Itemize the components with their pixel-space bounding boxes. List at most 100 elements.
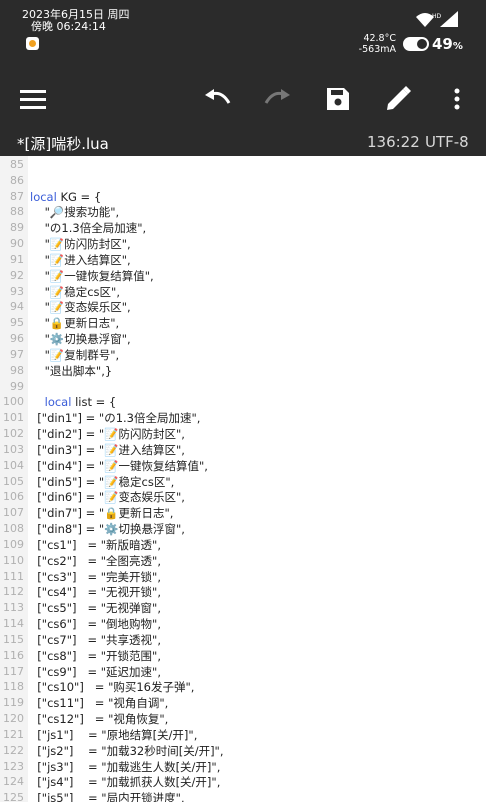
code-text: ["cs6"] = "倒地购物", bbox=[30, 617, 161, 632]
editor-toolbar bbox=[0, 70, 486, 128]
code-text: ["din1"] = "の1.3倍全局加速", bbox=[30, 411, 201, 426]
line-number: 107 bbox=[3, 506, 24, 520]
line-number: 104 bbox=[3, 458, 24, 472]
code-text: ["js1"] = "原地结算[关/开]", bbox=[30, 727, 198, 742]
code-keyword: local bbox=[30, 395, 72, 410]
menu-button[interactable] bbox=[13, 79, 53, 119]
code-line: ["din4"] = "📝一键恢复结算值", bbox=[30, 458, 208, 474]
code-line: ["cs5"] = "无视弹窗", bbox=[30, 600, 161, 616]
file-info-bar: *[源]喘秒.lua 136:22 UTF-8 bbox=[0, 128, 486, 156]
line-number: 92 bbox=[10, 268, 24, 282]
code-text: ["cs3"] = "完美开锁", bbox=[30, 569, 161, 584]
code-line: "📝一键恢复结算值", bbox=[30, 268, 154, 284]
code-line: "📝稳定cs区", bbox=[30, 284, 120, 300]
code-text: "📝变态娱乐区", bbox=[30, 300, 131, 315]
line-number: 105 bbox=[3, 474, 24, 488]
line-number: 117 bbox=[3, 664, 24, 678]
code-text: ["js3"] = "加载逃生人数[关/开]", bbox=[30, 759, 221, 774]
line-number: 109 bbox=[3, 537, 24, 551]
status-date: 2023年6月15日 周四 bbox=[22, 8, 130, 21]
line-number: 115 bbox=[3, 632, 24, 646]
line-number: 98 bbox=[10, 363, 24, 377]
code-line: ["din1"] = "の1.3倍全局加速", bbox=[30, 410, 200, 426]
code-line: "📝变态娱乐区", bbox=[30, 299, 131, 315]
line-number: 100 bbox=[3, 395, 24, 409]
code-text: "🔎搜索功能", bbox=[30, 205, 120, 220]
code-line: ["cs12"] = "视角恢复", bbox=[30, 711, 168, 727]
code-text: "退出脚本",} bbox=[30, 363, 113, 378]
line-number: 88 bbox=[10, 205, 24, 219]
code-line: ["din2"] = "📝防闪防封区", bbox=[30, 426, 185, 442]
save-icon bbox=[327, 88, 349, 110]
line-number: 112 bbox=[3, 585, 24, 599]
line-number: 93 bbox=[10, 284, 24, 298]
code-text: ["cs12"] = "视角恢复", bbox=[30, 712, 169, 727]
battery-value: 49 bbox=[432, 35, 453, 53]
file-tab[interactable]: *[源]喘秒.lua bbox=[17, 135, 109, 153]
edit-button[interactable] bbox=[378, 79, 418, 119]
code-text: ["cs4"] = "无视开锁", bbox=[30, 585, 161, 600]
line-number: 121 bbox=[3, 727, 24, 741]
code-line: ["din5"] = "📝稳定cs区", bbox=[30, 474, 174, 490]
code-keyword: local bbox=[30, 189, 57, 204]
line-number: 94 bbox=[10, 300, 24, 314]
svg-text:HD: HD bbox=[432, 13, 442, 20]
line-number: 102 bbox=[3, 427, 24, 441]
line-number: 122 bbox=[3, 743, 24, 757]
code-line: "🔒更新日志", bbox=[30, 315, 120, 331]
line-number-gutter bbox=[0, 156, 28, 802]
code-line: ["cs8"] = "开锁范围", bbox=[30, 648, 161, 664]
code-line: ["cs4"] = "无视开锁", bbox=[30, 584, 161, 600]
line-number: 96 bbox=[10, 332, 24, 346]
code-line: ["din6"] = "📝变态娱乐区", bbox=[30, 489, 185, 505]
code-text: ["din8"] = "⚙️切换悬浮窗", bbox=[30, 522, 185, 537]
line-number: 95 bbox=[10, 316, 24, 330]
battery-level: 49% bbox=[432, 35, 463, 53]
code-text: ["din7"] = "🔒更新日志", bbox=[30, 506, 174, 521]
undo-button[interactable] bbox=[198, 79, 238, 119]
battery-unit: % bbox=[452, 41, 463, 52]
code-line: "退出脚本",} bbox=[30, 363, 113, 379]
code-line: "🔎搜索功能", bbox=[30, 204, 120, 220]
code-line: ["cs7"] = "共享透视", bbox=[30, 632, 161, 648]
code-text: "📝稳定cs区", bbox=[30, 284, 120, 299]
line-number: 89 bbox=[10, 221, 24, 235]
save-button[interactable] bbox=[318, 79, 358, 119]
more-button[interactable] bbox=[437, 79, 477, 119]
redo-button[interactable] bbox=[257, 79, 297, 119]
line-number: 103 bbox=[3, 442, 24, 456]
code-text: "📝复制群号", bbox=[30, 347, 120, 362]
code-line: ["js1"] = "原地结算[关/开]", bbox=[30, 727, 197, 743]
status-current: -563mA bbox=[358, 44, 396, 55]
code-text: ["cs1"] = "新版暗透", bbox=[30, 537, 161, 552]
code-text: "🔒更新日志", bbox=[30, 316, 120, 331]
code-text: "⚙️切换悬浮窗", bbox=[30, 332, 131, 347]
code-line: ["cs1"] = "新版暗透", bbox=[30, 537, 161, 553]
code-line: ["js3"] = "加载逃生人数[关/开]", bbox=[30, 759, 220, 775]
code-text: list = { bbox=[71, 395, 117, 410]
code-text: "の1.3倍全局加速", bbox=[30, 221, 147, 236]
menu-icon bbox=[20, 90, 46, 109]
cursor-position: 136:22 bbox=[367, 133, 420, 151]
code-text: ["cs2"] = "全图亮透", bbox=[30, 553, 161, 568]
code-text: ["cs11"] = "视角自调", bbox=[30, 696, 169, 711]
status-temperature: 42.8°C bbox=[363, 33, 396, 44]
app-notification-icon bbox=[26, 37, 39, 50]
code-line: ["cs11"] = "视角自调", bbox=[30, 695, 168, 711]
line-number: 91 bbox=[10, 252, 24, 266]
line-number: 124 bbox=[3, 775, 24, 789]
file-encoding[interactable]: UTF-8 bbox=[425, 133, 469, 151]
code-line: ["cs9"] = "延迟加速", bbox=[30, 664, 161, 680]
code-line: ["cs3"] = "完美开锁", bbox=[30, 569, 161, 585]
line-number: 114 bbox=[3, 617, 24, 631]
line-number: 87 bbox=[10, 189, 24, 203]
status-time: 傍晚 06:24:14 bbox=[31, 20, 106, 33]
code-text: ["js5"] = "局内开锁进度", bbox=[30, 791, 185, 802]
code-line: ["din8"] = "⚙️切换悬浮窗", bbox=[30, 521, 185, 537]
code-line: "📝复制群号", bbox=[30, 347, 120, 363]
code-text: "📝进入结算区", bbox=[30, 252, 131, 267]
code-line: ["cs6"] = "倒地购物", bbox=[30, 616, 161, 632]
line-number: 86 bbox=[10, 173, 24, 187]
code-text: ["din2"] = "📝防闪防封区", bbox=[30, 427, 185, 442]
